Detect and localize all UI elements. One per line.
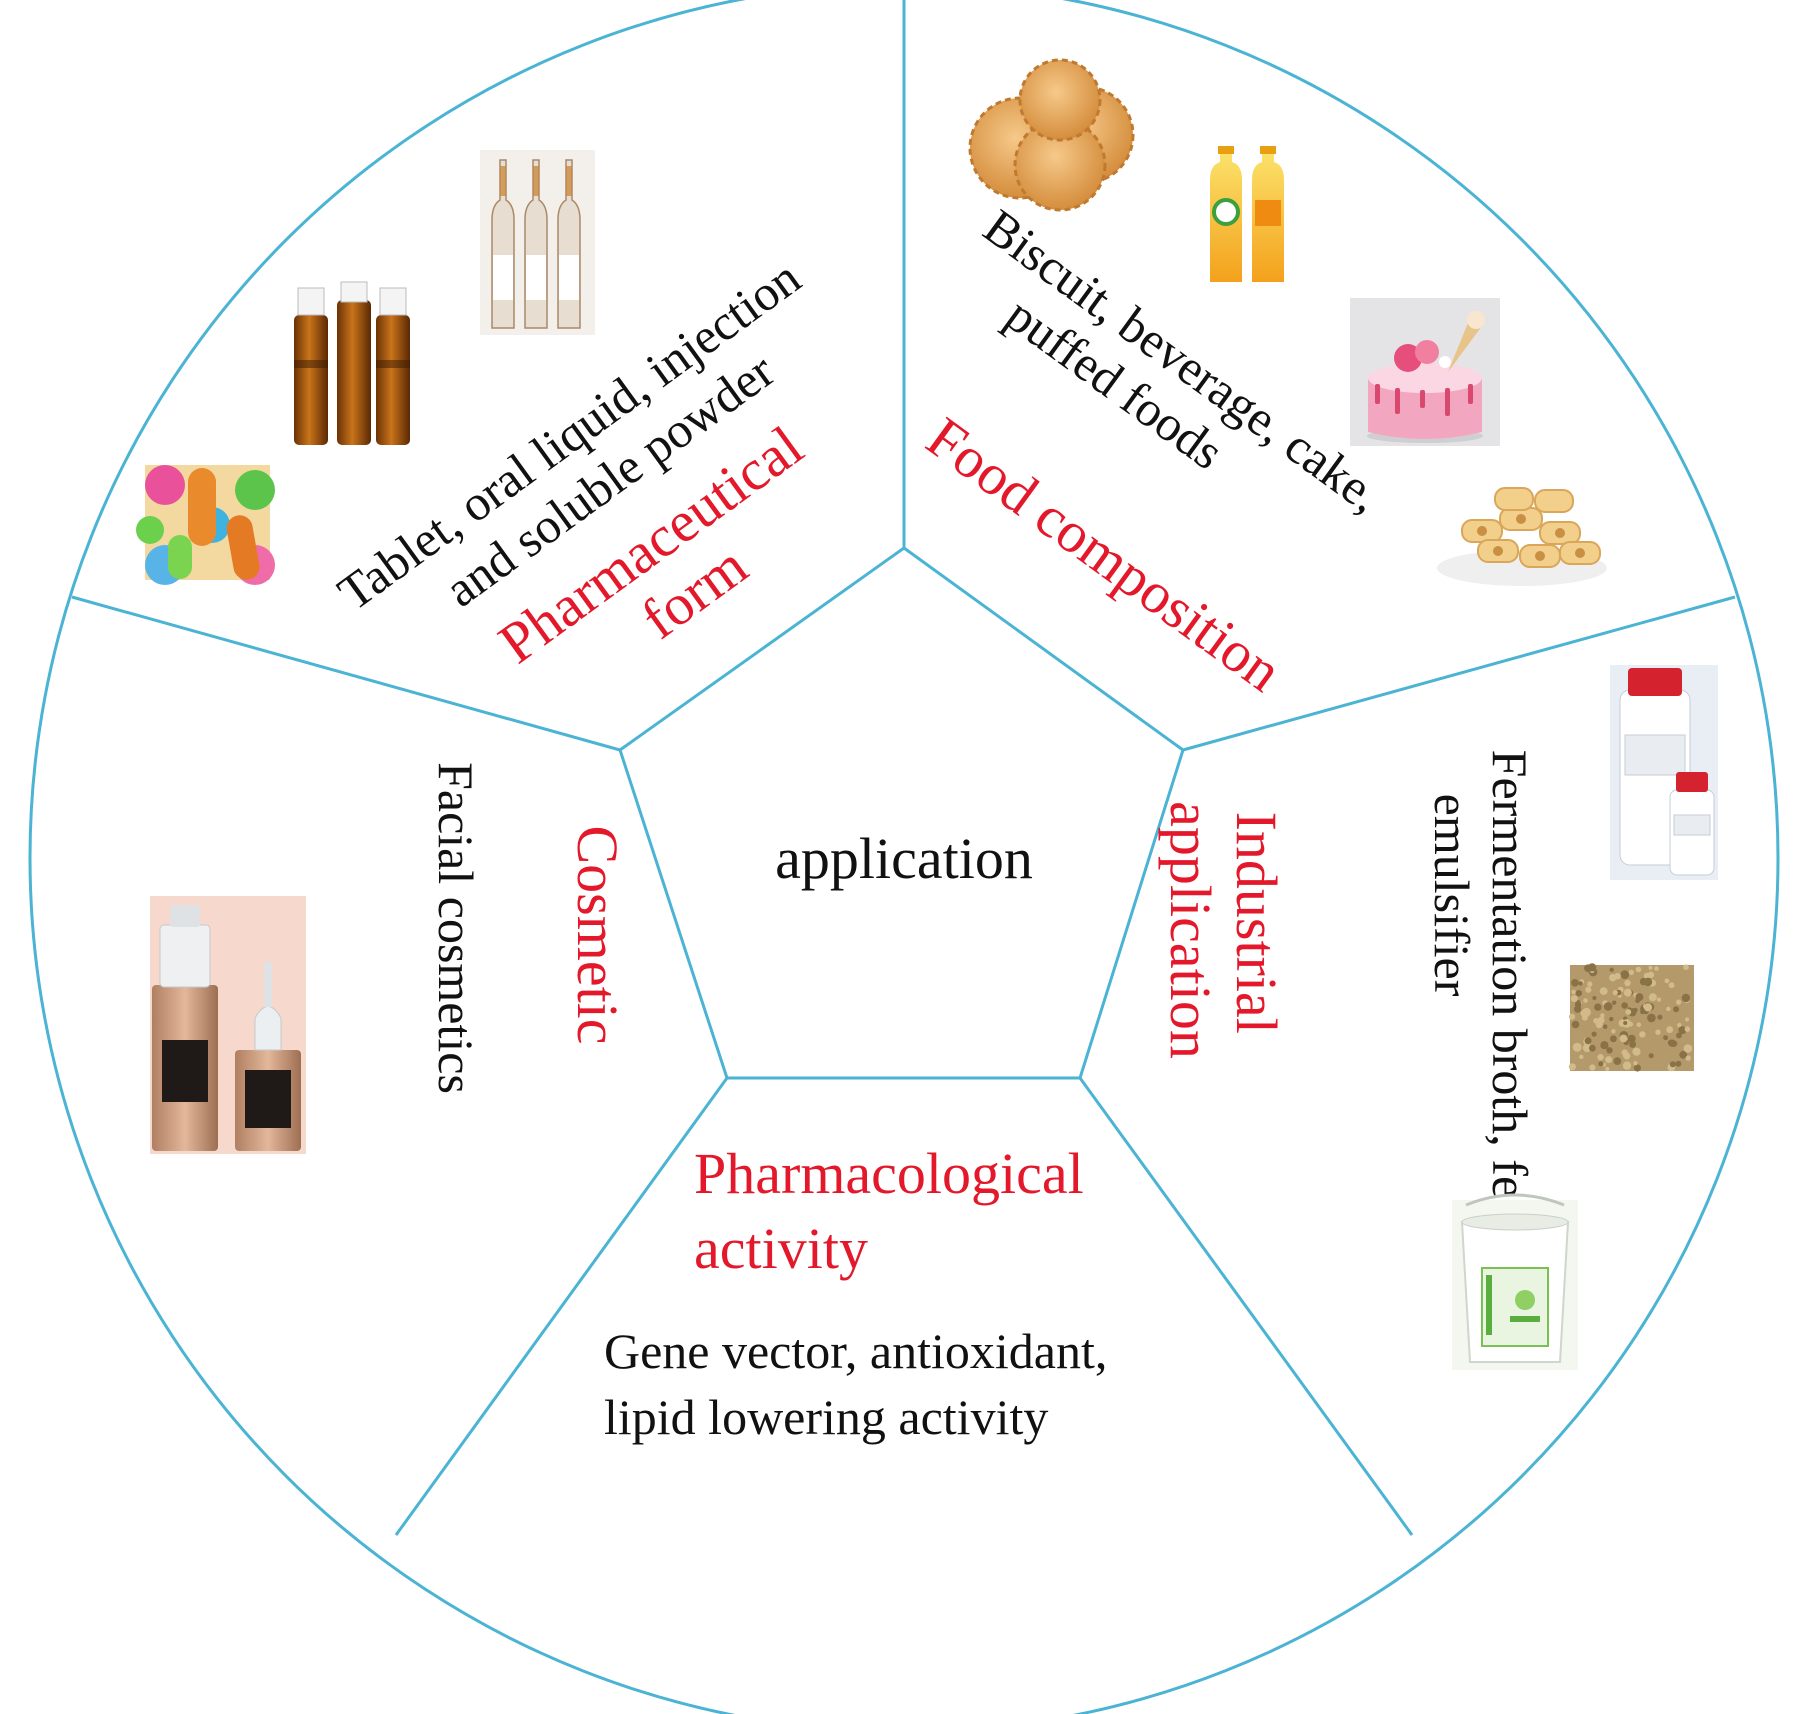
center-label: application	[775, 826, 1033, 891]
colorful-pills-icon	[136, 465, 275, 585]
cosmetic-description: Facial cosmetics	[428, 762, 484, 1094]
sector-pharmaceutical-form: Pharmaceutical form Tablet, oral liquid,…	[136, 150, 814, 676]
cake-icon	[1350, 298, 1500, 446]
wheel-structure	[28, 0, 1780, 1714]
puffed-snacks-icon	[1437, 487, 1607, 586]
cosmetic-category-label: Cosmetic	[565, 825, 630, 1044]
outer-circle	[28, 0, 1780, 1714]
food-category-label: Food composition	[915, 404, 1293, 704]
serum-bottles-icon	[150, 896, 306, 1154]
reagent-bottles-icon	[1610, 665, 1718, 880]
sector-food-composition: Food composition Biscuit, beverage, cake…	[915, 58, 1607, 704]
center-pentagon	[618, 546, 1185, 1080]
glass-ampoules-icon	[480, 150, 595, 335]
bucket-icon	[1452, 1193, 1578, 1370]
divider-right	[1182, 595, 1736, 752]
pharmacological-category-label: Pharmacological activity	[694, 1141, 1098, 1281]
divider-bottom-right	[1078, 1077, 1414, 1536]
divider-bottom-left	[394, 1077, 729, 1536]
pharmacological-description: Gene vector, antioxidant, lipid lowering…	[604, 1323, 1120, 1445]
amber-vials-icon	[288, 280, 413, 450]
divider-left	[71, 595, 621, 752]
sector-industrial-application: Industrial application Fermentation brot…	[1158, 665, 1718, 1370]
industrial-category-label: Industrial application	[1158, 801, 1289, 1059]
biscuits-icon	[968, 58, 1135, 212]
feed-granules-icon	[1568, 963, 1694, 1072]
sector-pharmacological-activity: Pharmacological activity Gene vector, an…	[604, 1141, 1120, 1445]
sector-cosmetic: Cosmetic Facial cosmetics	[150, 762, 630, 1154]
juice-bottles-icon	[1200, 145, 1295, 285]
industrial-description: Fermentation broth, feed, emulsifier	[1424, 750, 1538, 1271]
